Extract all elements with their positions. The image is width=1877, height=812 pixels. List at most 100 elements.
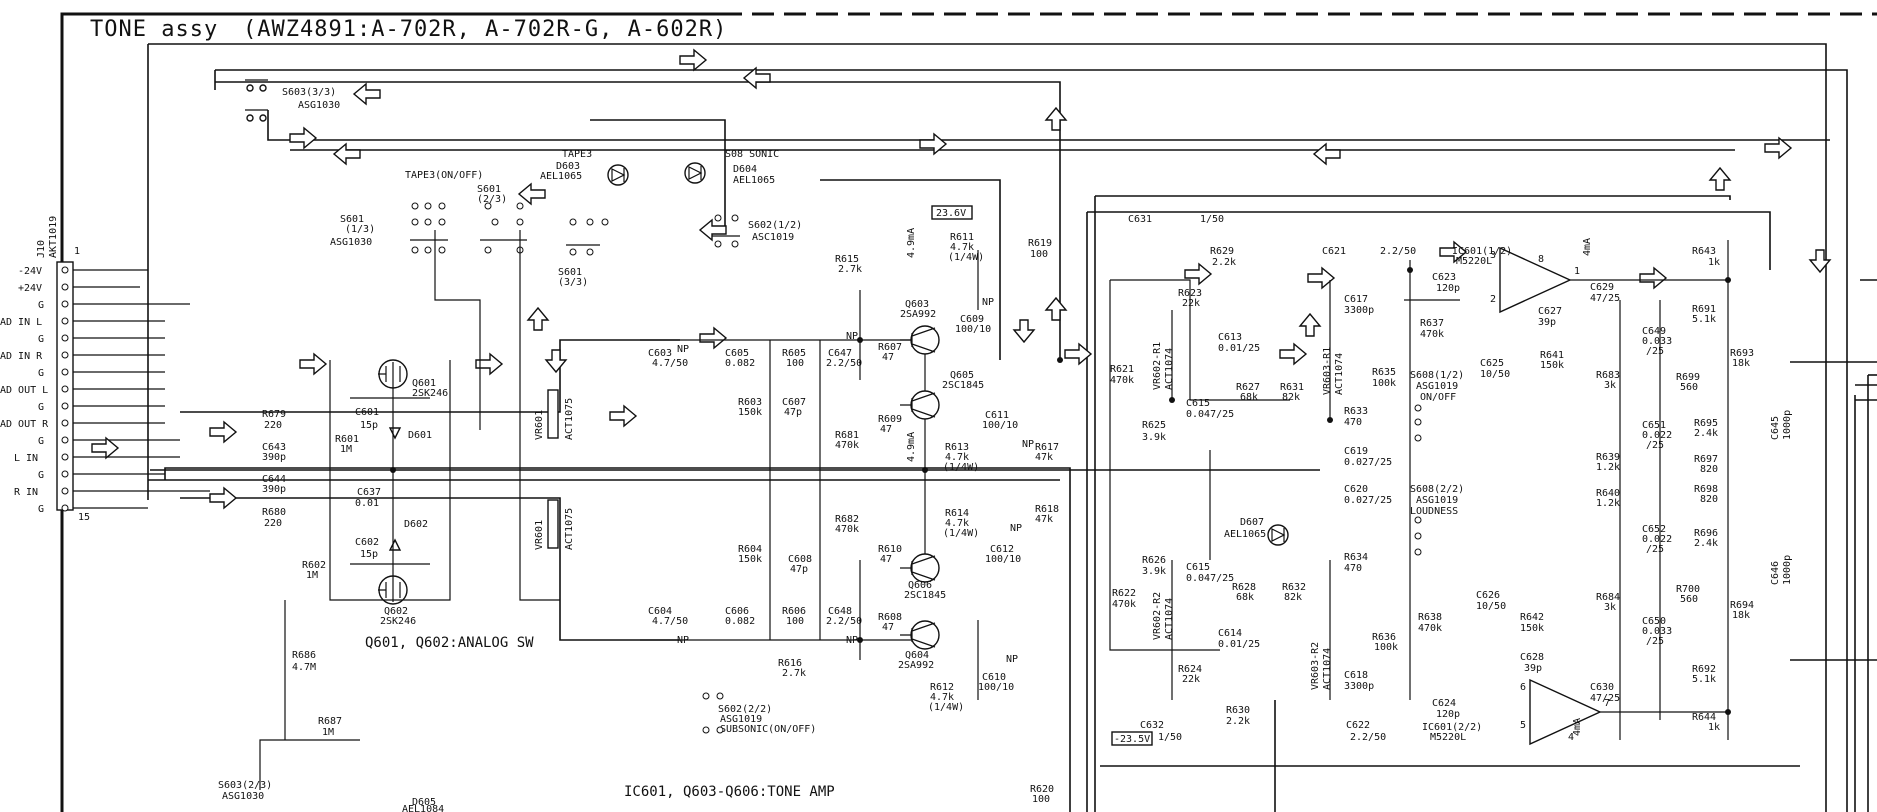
- pin-label: G: [38, 436, 44, 447]
- led-group: D603 AEL1065 D604 AEL1065 D607 AEL1065 D…: [402, 161, 1289, 812]
- svg-text:AEL1065: AEL1065: [540, 171, 582, 182]
- svg-text:2SC1845: 2SC1845: [904, 590, 946, 601]
- svg-text:0.022: 0.022: [1642, 534, 1672, 545]
- svg-text:NP: NP: [677, 635, 689, 646]
- arrow-left-icon: [332, 142, 361, 166]
- svg-text:4.7k: 4.7k: [945, 518, 969, 529]
- svg-text:NP: NP: [1022, 439, 1034, 450]
- svg-text:R617: R617: [1035, 442, 1059, 453]
- svg-text:R637: R637: [1420, 318, 1444, 329]
- svg-text:VR601: VR601: [534, 520, 545, 550]
- svg-text:R623: R623: [1178, 288, 1202, 299]
- svg-text:150k: 150k: [1520, 623, 1544, 634]
- svg-text:470k: 470k: [1418, 623, 1442, 634]
- svg-text:39p: 39p: [1538, 317, 1556, 328]
- svg-text:47: 47: [882, 622, 894, 633]
- svg-text:R639: R639: [1596, 452, 1620, 463]
- svg-text:R601: R601: [335, 434, 359, 445]
- svg-text:R625: R625: [1142, 420, 1166, 431]
- svg-text:C632: C632: [1140, 720, 1164, 731]
- arrow-right-icon: [299, 352, 328, 376]
- svg-text:R619: R619: [1028, 238, 1052, 249]
- svg-text:2SK246: 2SK246: [412, 388, 448, 399]
- svg-text:C629: C629: [1590, 282, 1614, 293]
- svg-text:R628: R628: [1232, 582, 1256, 593]
- svg-text:S602(2/2): S602(2/2): [718, 704, 772, 715]
- svg-text:R679: R679: [262, 409, 286, 420]
- svg-text:2.7k: 2.7k: [782, 668, 806, 679]
- svg-text:470k: 470k: [1420, 329, 1444, 340]
- svg-text:C620: C620: [1344, 484, 1368, 495]
- svg-text:4.7M: 4.7M: [292, 662, 316, 673]
- svg-text:R631: R631: [1280, 382, 1304, 393]
- svg-text:VR602-R1: VR602-R1: [1152, 342, 1163, 390]
- tone-amp-section: C603 4.7/50 C604 4.7/50 C605 0.082 C606 …: [624, 205, 1153, 805]
- svg-text:4.7k: 4.7k: [930, 692, 954, 703]
- arrow-right-icon: [919, 132, 948, 156]
- svg-text:4.7k: 4.7k: [950, 242, 974, 253]
- arrow-left-icon: [1312, 142, 1341, 166]
- svg-text:C611: C611: [985, 410, 1009, 421]
- svg-text:R627: R627: [1236, 382, 1260, 393]
- svg-text:C646: C646: [1770, 561, 1781, 585]
- svg-text:NP: NP: [846, 331, 858, 342]
- arrow-left-icon: [352, 82, 381, 106]
- svg-text:R698: R698: [1694, 484, 1718, 495]
- svg-text:68k: 68k: [1236, 592, 1254, 603]
- svg-text:R611: R611: [950, 232, 974, 243]
- svg-text:(1/3): (1/3): [345, 224, 375, 235]
- connector-pin-first: 1: [74, 246, 80, 257]
- svg-text:R692: R692: [1692, 664, 1716, 675]
- svg-text:R629: R629: [1210, 246, 1234, 257]
- arrow-right-icon: [1307, 266, 1336, 290]
- svg-text:R694: R694: [1730, 600, 1754, 611]
- svg-text:2.2/50: 2.2/50: [1380, 246, 1416, 257]
- svg-text:R606: R606: [782, 606, 806, 617]
- connector-pin-labels: -24V +24V G AD IN L G AD IN R G AD OUT L…: [0, 266, 49, 515]
- svg-text:/25: /25: [1646, 544, 1664, 555]
- svg-text:47/25: 47/25: [1590, 293, 1620, 304]
- svg-text:47p: 47p: [784, 407, 802, 418]
- svg-text:R615: R615: [835, 254, 859, 265]
- arrow-right-icon: [475, 352, 504, 376]
- svg-text:ACT1074: ACT1074: [1322, 648, 1333, 690]
- svg-text:R681: R681: [835, 430, 859, 441]
- svg-text:C645: C645: [1770, 416, 1781, 440]
- svg-text:22k: 22k: [1182, 298, 1200, 309]
- arrow-right-icon: [679, 48, 708, 72]
- svg-text:C604: C604: [648, 606, 672, 617]
- svg-text:C601: C601: [355, 407, 379, 418]
- svg-text:(1/4W): (1/4W): [943, 528, 979, 539]
- svg-text:C603: C603: [648, 348, 672, 359]
- svg-text:4.7/50: 4.7/50: [652, 616, 688, 627]
- svg-text:2.4k: 2.4k: [1694, 428, 1718, 439]
- svg-text:22k: 22k: [1182, 674, 1200, 685]
- svg-text:ACT1074: ACT1074: [1164, 348, 1175, 390]
- svg-text:ASG1030: ASG1030: [298, 100, 340, 111]
- svg-text:820: 820: [1700, 464, 1718, 475]
- arrow-right-icon: [91, 436, 120, 460]
- svg-text:(1/4W): (1/4W): [943, 462, 979, 473]
- svg-text:R687: R687: [318, 716, 342, 727]
- arrow-up-icon: [1044, 296, 1068, 321]
- pin-label: AD IN L: [0, 317, 42, 328]
- svg-text:2.2k: 2.2k: [1226, 716, 1250, 727]
- svg-text:820: 820: [1700, 494, 1718, 505]
- svg-text:C612: C612: [990, 544, 1014, 555]
- svg-text:C613: C613: [1218, 332, 1242, 343]
- svg-text:C622: C622: [1346, 720, 1370, 731]
- svg-text:R632: R632: [1282, 582, 1306, 593]
- svg-text:AEL1084: AEL1084: [402, 804, 444, 812]
- svg-text:C607: C607: [782, 397, 806, 408]
- svg-text:ACT1075: ACT1075: [564, 398, 575, 440]
- svg-text:C609: C609: [960, 314, 984, 325]
- svg-text:R635: R635: [1372, 367, 1396, 378]
- svg-text:(1/4W): (1/4W): [928, 702, 964, 713]
- analog-switch-section: Q601 2SK246 Q602 2SK246 D601 D602 C601 1…: [218, 359, 534, 802]
- svg-text:R643: R643: [1692, 246, 1716, 257]
- svg-text:R693: R693: [1730, 348, 1754, 359]
- pin-label: G: [38, 368, 44, 379]
- svg-text:/25: /25: [1646, 636, 1664, 647]
- svg-text:0.01/25: 0.01/25: [1218, 639, 1260, 650]
